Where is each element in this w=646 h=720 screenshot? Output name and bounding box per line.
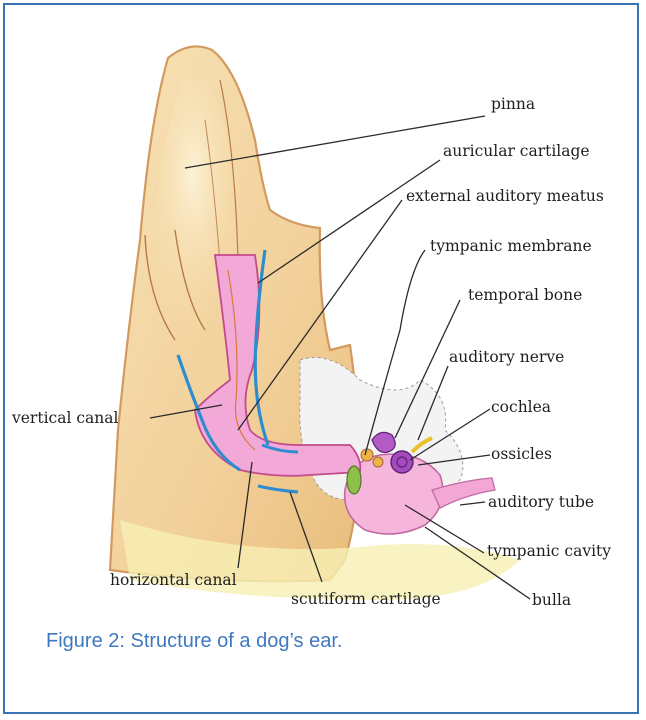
label-external-auditory-meatus: external auditory meatus [406,187,604,205]
ossicle-a [361,449,373,461]
label-pinna: pinna [491,95,535,113]
label-auditory-tube: auditory tube [488,493,594,511]
label-auricular-cartilage: auricular cartilage [443,142,590,160]
cochlea-shape [391,451,413,473]
label-bulla: bulla [532,591,571,609]
figure-caption: Figure 2: Structure of a dog’s ear. [46,630,342,653]
label-scutiform-cartilage: scutiform cartilage [291,590,441,608]
label-auditory-nerve: auditory nerve [449,348,564,366]
label-horizontal-canal: horizontal canal [110,571,237,589]
label-tympanic-membrane: tympanic membrane [430,237,592,255]
label-vertical-canal: vertical canal [11,409,118,427]
label-cochlea: cochlea [491,398,551,416]
tympanic-membrane-shape [347,466,361,494]
label-ossicles: ossicles [491,445,552,463]
label-tympanic-cavity: tympanic cavity [487,542,611,560]
label-temporal-bone: temporal bone [468,286,582,304]
ossicle-b [373,457,383,467]
